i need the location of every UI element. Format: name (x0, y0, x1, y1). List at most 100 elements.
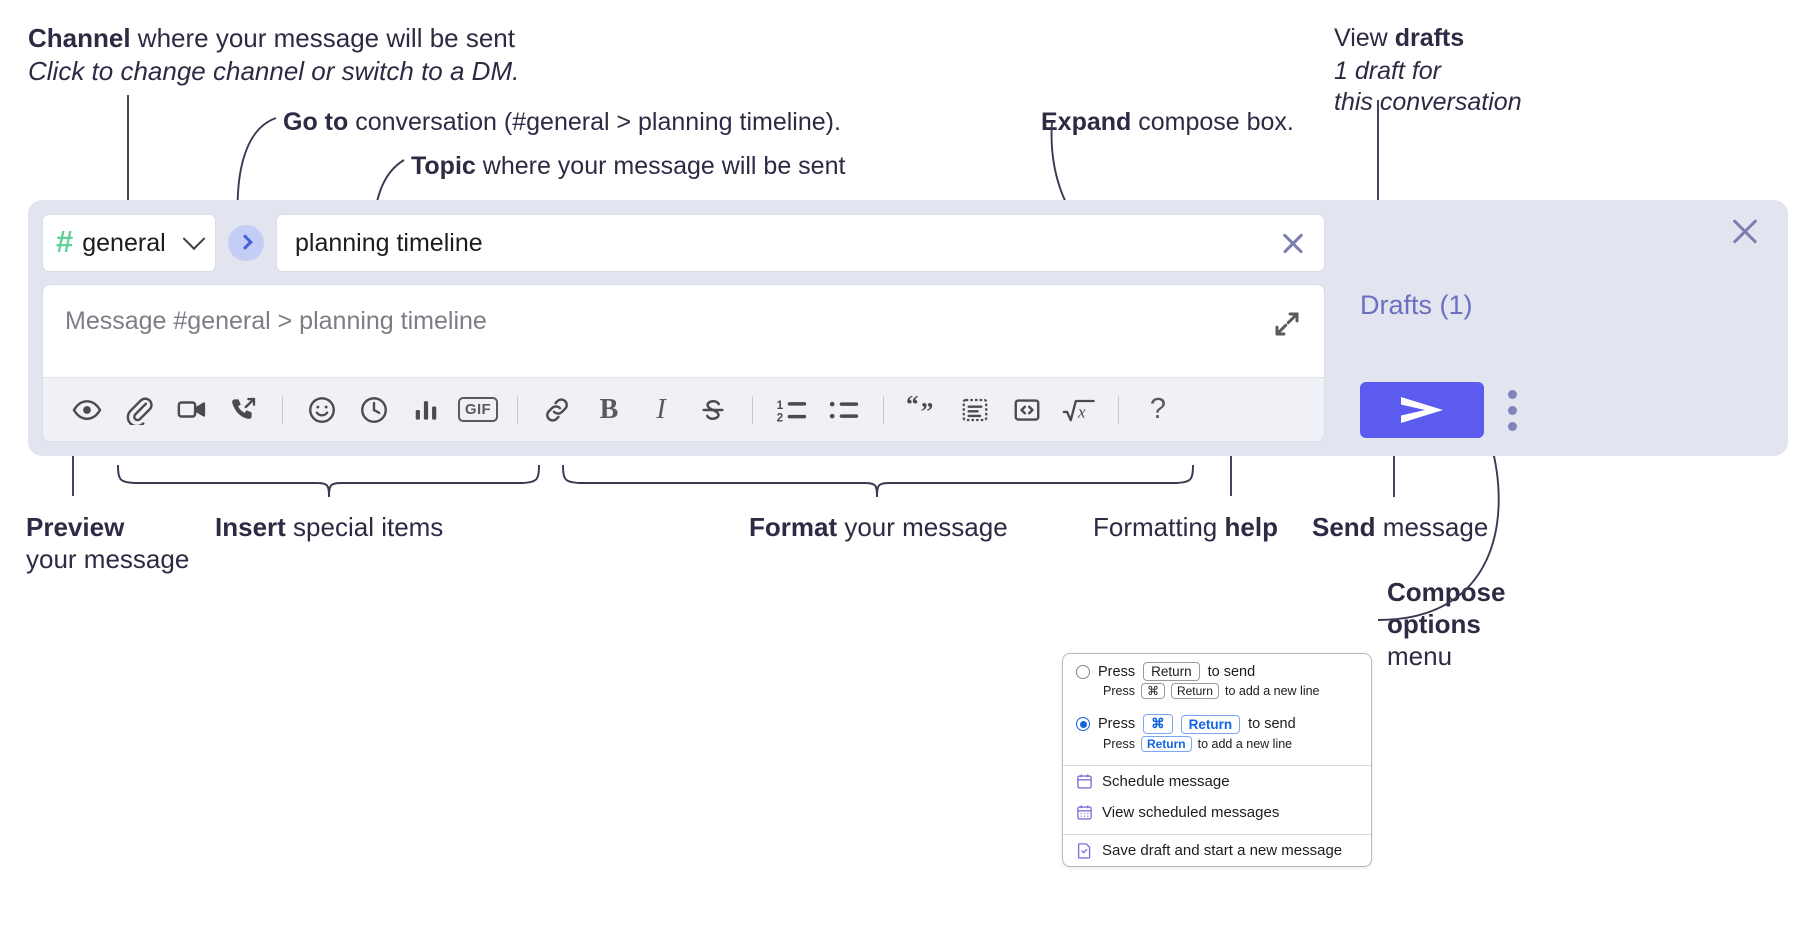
separator (752, 395, 753, 424)
svg-text:”: ” (921, 396, 934, 424)
menu-option-return[interactable]: Press Return to send (1063, 654, 1371, 683)
reminder-clock-icon[interactable] (348, 384, 400, 436)
annotation-channel-sub: Click to change channel or switch to a D… (28, 56, 520, 86)
option-post: to send (1248, 716, 1296, 732)
hint-post: to add a new line (1197, 737, 1293, 751)
calendar-schedule-icon (1077, 774, 1092, 789)
calendar-grid-icon (1077, 805, 1092, 820)
menu-item-save-draft[interactable]: Save draft and start a new message (1063, 835, 1371, 866)
bulleted-list-icon[interactable] (818, 384, 870, 436)
topic-field[interactable]: planning timeline (276, 214, 1325, 272)
annotation-goto: Go to conversation (#general > planning … (283, 108, 841, 136)
code-block-icon[interactable] (949, 384, 1001, 436)
channel-name: general (82, 228, 166, 257)
help-icon[interactable]: ? (1132, 384, 1184, 436)
menu-item-label: Schedule message (1102, 773, 1230, 790)
key-return: Return (1170, 683, 1219, 699)
annotation-topic: Topic where your message will be sent (411, 152, 846, 180)
radio-button[interactable] (1076, 664, 1090, 679)
drafts-send-panel: Drafts (1) (1338, 200, 1788, 456)
key-command: ⌘ (1140, 683, 1165, 699)
annotation-compose-options-1: Compose (1387, 577, 1506, 607)
math-icon[interactable]: x (1053, 384, 1105, 436)
dot (1508, 390, 1517, 399)
compose-options-button[interactable] (1508, 390, 1517, 438)
menu-option-cmd-return-hint: Press Return to add a new line (1063, 736, 1371, 759)
link-icon[interactable] (531, 384, 583, 436)
svg-text:x: x (1077, 402, 1086, 421)
emoji-icon[interactable] (296, 384, 348, 436)
compose-inner: # general planning timeline Message #gen… (42, 214, 1325, 442)
dot (1508, 422, 1517, 431)
key-return: Return (1140, 736, 1192, 752)
bold-icon[interactable]: B (583, 384, 635, 436)
hint-pre: Press (1103, 737, 1135, 751)
separator (282, 395, 283, 424)
key-return: Return (1143, 662, 1200, 681)
video-icon[interactable] (165, 384, 217, 436)
option-pre: Press (1098, 716, 1136, 732)
menu-item-label: View scheduled messages (1102, 804, 1280, 821)
separator (1118, 395, 1119, 424)
compose-header-row: # general planning timeline (42, 214, 1325, 272)
gif-label: GIF (457, 397, 499, 422)
send-button[interactable] (1360, 382, 1484, 438)
annotation-channel: Channel where your message will be sent (28, 23, 515, 53)
preview-icon[interactable] (61, 384, 113, 436)
svg-text:“: “ (906, 395, 919, 418)
svg-text:1: 1 (777, 398, 784, 411)
svg-text:2: 2 (777, 411, 784, 424)
go-to-conversation-button[interactable] (228, 225, 264, 261)
send-arrow-icon (1401, 397, 1443, 423)
menu-option-cmd-return[interactable]: Press ⌘ Return to send (1063, 706, 1371, 736)
annotation-drafts-sub2: this conversation (1334, 88, 1522, 116)
menu-item-label: Save draft and start a new message (1102, 842, 1343, 859)
blockquote-icon[interactable]: “ ” (897, 384, 949, 436)
italic-label: I (656, 393, 666, 425)
dot (1508, 406, 1517, 415)
annotation-drafts-sub1: 1 draft for (1334, 57, 1441, 85)
annotation-insert: Insert special items (215, 512, 444, 542)
expand-icon[interactable] (1272, 309, 1302, 339)
annotation-send: Send message (1312, 512, 1489, 542)
inline-code-icon[interactable] (1001, 384, 1053, 436)
key-return: Return (1180, 714, 1241, 734)
italic-icon[interactable]: I (635, 384, 687, 436)
channel-selector[interactable]: # general (42, 214, 216, 272)
key-command: ⌘ (1143, 714, 1173, 734)
message-placeholder: Message #general > planning timeline (65, 307, 487, 335)
compose-options-menu: Press Return to send Press ⌘ Return to a… (1062, 653, 1372, 867)
menu-item-schedule-message[interactable]: Schedule message (1063, 766, 1371, 797)
attachment-icon[interactable] (113, 384, 165, 436)
hash-icon: # (56, 224, 74, 259)
separator (517, 395, 518, 424)
annotation-compose-options-3: menu (1387, 641, 1453, 671)
menu-item-view-scheduled[interactable]: View scheduled messages (1063, 797, 1371, 828)
gif-icon[interactable]: GIF (452, 384, 504, 436)
close-icon[interactable] (1278, 228, 1308, 258)
drafts-link[interactable]: Drafts (1) (1360, 290, 1473, 320)
option-pre: Press (1098, 663, 1136, 680)
close-icon[interactable] (1728, 214, 1762, 248)
bold-label: B (599, 393, 619, 425)
audio-huddle-icon[interactable] (217, 384, 269, 436)
chevron-right-icon (236, 233, 253, 250)
ordered-list-icon[interactable]: 1 2 (766, 384, 818, 436)
hint-pre: Press (1103, 684, 1135, 698)
divider (1063, 765, 1371, 766)
annotation-compose-options-2: options (1387, 609, 1481, 639)
divider (1063, 834, 1371, 835)
message-input-area[interactable]: Message #general > planning timeline (42, 284, 1325, 442)
option-post: to send (1207, 663, 1256, 680)
separator (883, 395, 884, 424)
radio-button-selected[interactable] (1076, 717, 1090, 731)
poll-icon[interactable] (400, 384, 452, 436)
strikethrough-icon[interactable] (687, 384, 739, 436)
annotation-drafts: View drafts (1334, 24, 1465, 52)
save-draft-icon (1077, 843, 1091, 859)
annotation-expand: Expand compose box. (1041, 108, 1294, 136)
annotation-format: Format your message (749, 512, 1008, 542)
topic-value: planning timeline (295, 228, 483, 257)
